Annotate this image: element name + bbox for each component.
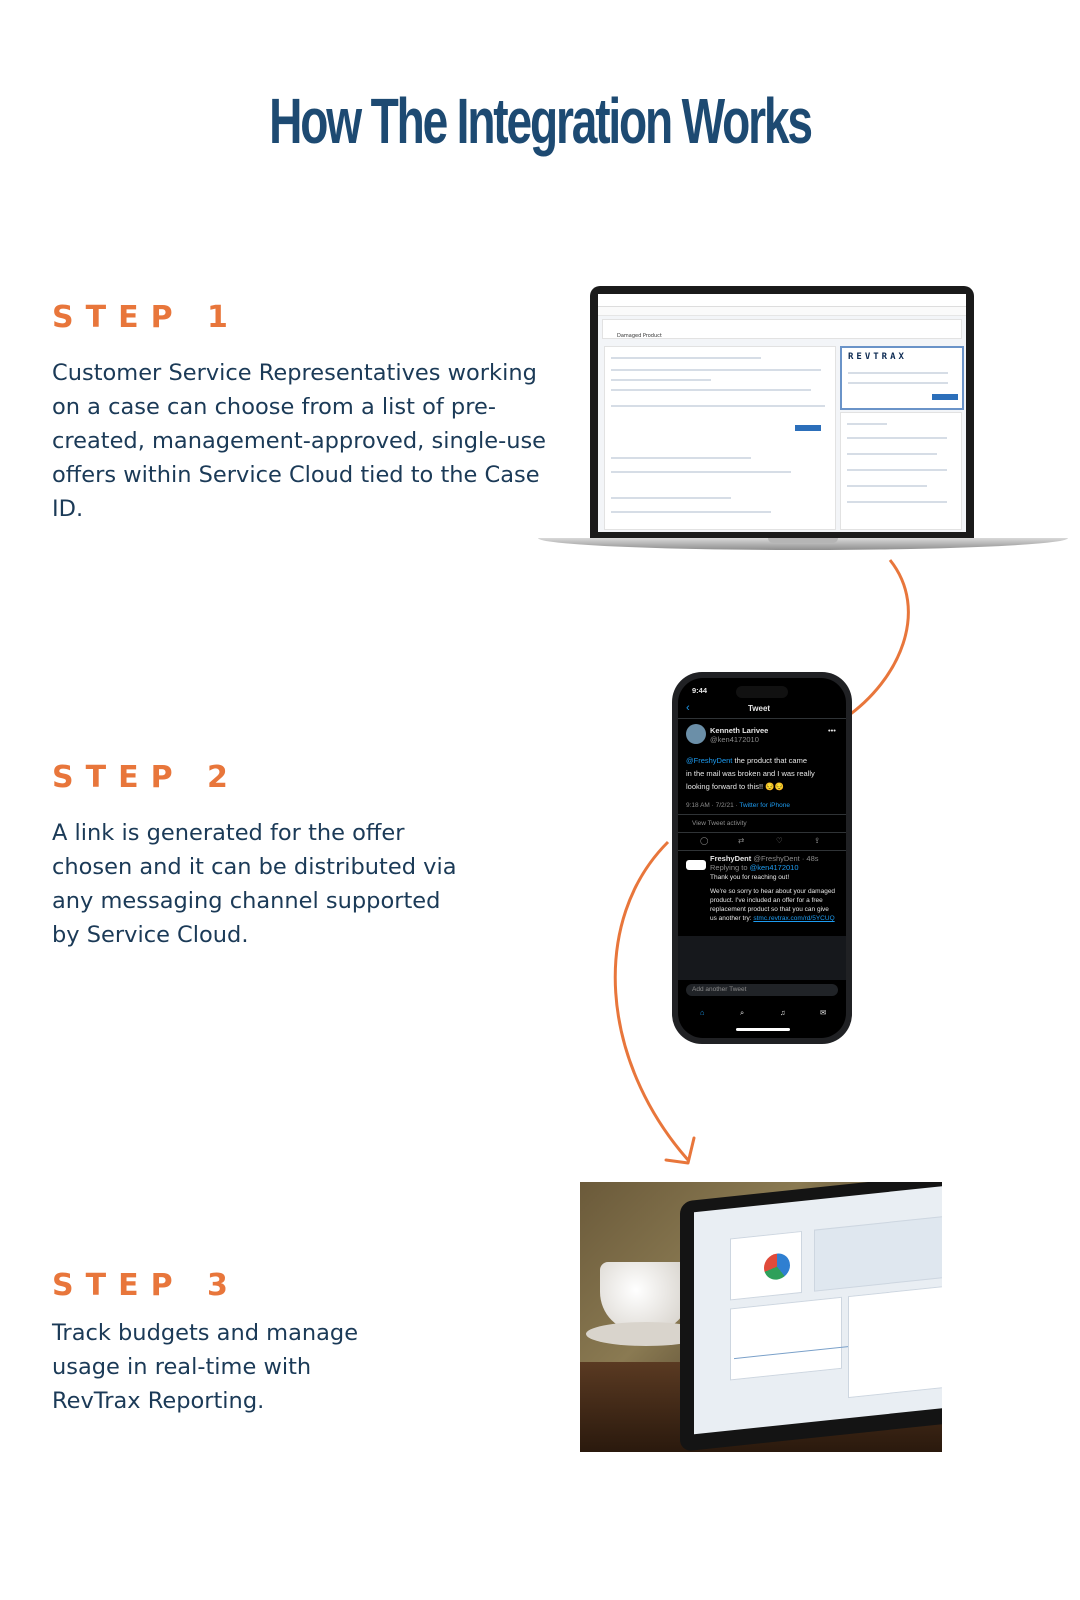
messages-icon[interactable]: ✉ [820, 1008, 827, 1017]
empty-space [678, 936, 846, 980]
salesforce-top-bar [598, 294, 966, 307]
step-1-label: STEP 1 [52, 300, 240, 335]
dynamic-island [736, 686, 788, 698]
laptop-illustration: Damaged Product REVTRAX [538, 286, 1068, 566]
reply-icon[interactable]: ◯ [700, 836, 709, 845]
reply-line-2: We're so sorry to hear about your damage… [710, 888, 836, 895]
step-3-description: Track budgets and manage usage in real-t… [52, 1320, 359, 1414]
tweet-author-name: Kenneth Larivee [710, 726, 769, 735]
tweet-meta: 9:18 AM · 7/2/21 · Twitter for iPhone [686, 802, 790, 809]
tweet-body-line-2: in the mail was broken and I was really [686, 769, 815, 778]
page-title: How The Integration Works [269, 85, 813, 157]
salesforce-nav [598, 307, 966, 316]
reply-line-3: product. I've included an offer for a fr… [710, 897, 823, 904]
like-icon[interactable]: ♡ [776, 836, 783, 845]
home-indicator [736, 1028, 790, 1031]
replying-to-link[interactable]: @ken4172010 [749, 863, 799, 872]
tweet-body-line-3: looking forward to this!! 😔😔 [686, 782, 784, 791]
arrowhead-icon [664, 1136, 696, 1165]
home-icon[interactable]: ⌂ [700, 1008, 705, 1017]
laptop-base [538, 538, 1068, 550]
step-2-label: STEP 2 [52, 760, 240, 795]
add-tweet-placeholder: Add another Tweet [692, 986, 747, 993]
service-cloud-screen: Damaged Product REVTRAX [598, 294, 966, 532]
coffee-cup [600, 1262, 690, 1332]
tablet-reporting-photo [580, 1182, 942, 1452]
more-icon: ••• [828, 726, 836, 735]
tweet-header: Tweet [748, 704, 771, 713]
replying-to: Replying to @ken4172010 [710, 863, 799, 872]
mention-link[interactable]: @FreshyDent [686, 756, 733, 765]
case-header: Damaged Product [602, 319, 962, 339]
tweet-body-line-1: @FreshyDent the product that came [686, 756, 808, 765]
reporting-dashboard [694, 1183, 942, 1435]
back-chevron-icon: ‹ [686, 702, 690, 714]
freshydent-logo [686, 860, 706, 870]
retweet-icon[interactable]: ⇄ [738, 836, 745, 845]
case-title: Damaged Product [617, 333, 662, 339]
revtrax-offer-panel: REVTRAX [840, 346, 964, 410]
arrow-step1-to-step2 [844, 559, 910, 720]
case-details-panel [840, 412, 962, 530]
arrow-step2-to-step3 [613, 840, 690, 1161]
reply-line-5: us another try: stmc.revtrax.com/rd/5YCU… [710, 915, 835, 922]
reply-author: FreshyDent @FreshyDent · 48s [710, 854, 819, 863]
twitter-client-link[interactable]: Twitter for iPhone [739, 802, 790, 809]
reply-line-1: Thank you for reaching out! [710, 874, 790, 881]
laptop-lid: Damaged Product REVTRAX [590, 286, 974, 538]
tweet-screen: 9:44 ‹ Tweet Kenneth Larivee @ken4172010… [678, 678, 846, 1038]
laptop-notch [768, 538, 838, 543]
step-1-description: Customer Service Representatives working… [52, 360, 547, 522]
notifications-icon[interactable]: ♫ [780, 1008, 786, 1017]
add-tweet-input[interactable] [686, 984, 838, 996]
step-2-description: A link is generated for the offer chosen… [52, 820, 457, 948]
step-3-label: STEP 3 [52, 1268, 240, 1303]
share-icon[interactable]: ⇪ [814, 836, 821, 845]
tweet-author-handle: @ken4172010 [710, 735, 759, 744]
tweet-activity[interactable]: View Tweet activity [692, 820, 747, 827]
case-feed-panel [604, 346, 836, 530]
avatar [686, 724, 706, 744]
reply-line-4: replacement product so that you can give [710, 906, 829, 913]
offer-link[interactable]: stmc.revtrax.com/rd/5YCUQ [753, 915, 835, 922]
status-time: 9:44 [692, 686, 708, 695]
search-icon[interactable]: ⌕ [740, 1008, 745, 1017]
tablet-device [680, 1182, 942, 1452]
phone-illustration: 9:44 ‹ Tweet Kenneth Larivee @ken4172010… [672, 672, 852, 1044]
revtrax-logo: REVTRAX [848, 352, 907, 362]
